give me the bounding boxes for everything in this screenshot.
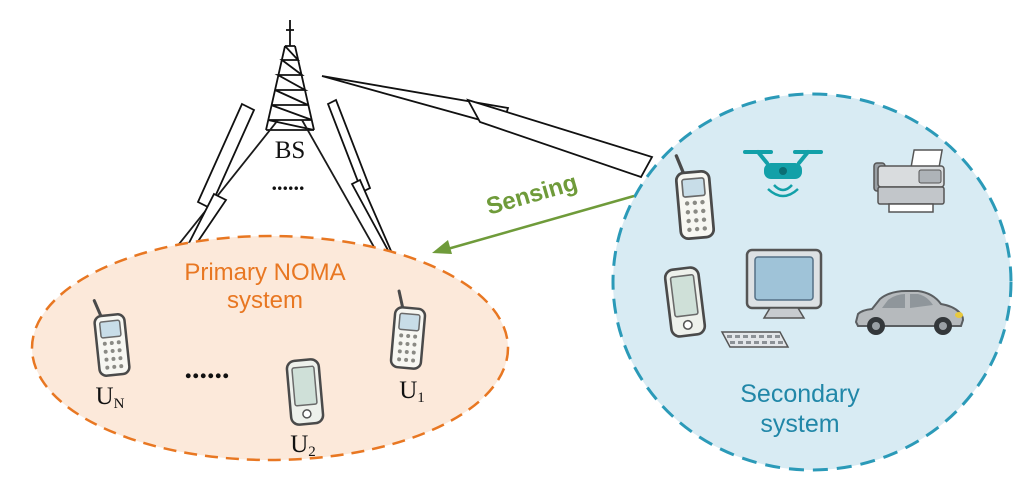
user-un-base: U [96,383,114,410]
sensing-label: Sensing [483,169,580,221]
pda-icon-secondary [662,265,708,339]
bs-tower-icon [265,20,315,131]
lightning-left-upper [196,102,256,210]
fax-keypad [918,169,942,184]
fax-paper-in [910,149,943,168]
drone-signal-arc-2 [767,188,799,198]
fax-machine-icon [873,149,945,213]
keyboard-body [720,331,790,348]
keyboard-keys [727,335,783,344]
users-dots: ...... [185,352,230,385]
fax-body-lower [877,186,945,205]
fax-paper-out [888,203,934,213]
car-icon [854,290,965,335]
user-label-u1: U1 [399,377,425,406]
sensing-arrowhead [432,240,452,254]
pda-icon-u2 [285,357,325,427]
primary-noma-ellipse [30,234,510,462]
bs-label: BS [275,137,306,164]
lightning-right-upper [326,98,372,194]
user-un-sub: N [114,396,125,412]
car-hub-rear [872,322,880,330]
car-headlight [955,312,963,318]
secondary-label-line2: system [760,410,839,438]
sensing-arrow-line [443,194,635,252]
drone-camera [779,167,787,175]
user-u2-base: U [290,431,308,458]
drone-rotors [743,150,823,165]
user-label-un: UN [96,383,125,412]
lightning-bolt-to-secondary [321,75,654,179]
primary-label-line1: Primary NOMA [184,259,345,286]
car-window-rear [882,294,905,308]
drone-signal-arc-1 [773,184,793,192]
bs-dots: ...... [272,170,305,195]
user-label-u2: U2 [290,431,316,460]
secondary-label-line1: Secondary [740,380,860,408]
monitor-stand [762,307,806,319]
user-u2-sub: 2 [308,444,316,460]
primary-label-line2: system [227,287,303,314]
user-u1-sub: 1 [417,390,425,406]
keyboard-icon [720,331,790,348]
drone-icon [743,150,823,198]
car-window-front [910,294,933,308]
car-hub-front [939,322,947,330]
sensing-arrow: Sensing [432,169,635,254]
bs-tower-lattice [265,20,315,131]
desktop-computer-icon [745,248,823,319]
lightning-secondary-far [466,98,654,179]
user-u1-base: U [399,377,417,404]
monitor-screen [754,256,814,301]
